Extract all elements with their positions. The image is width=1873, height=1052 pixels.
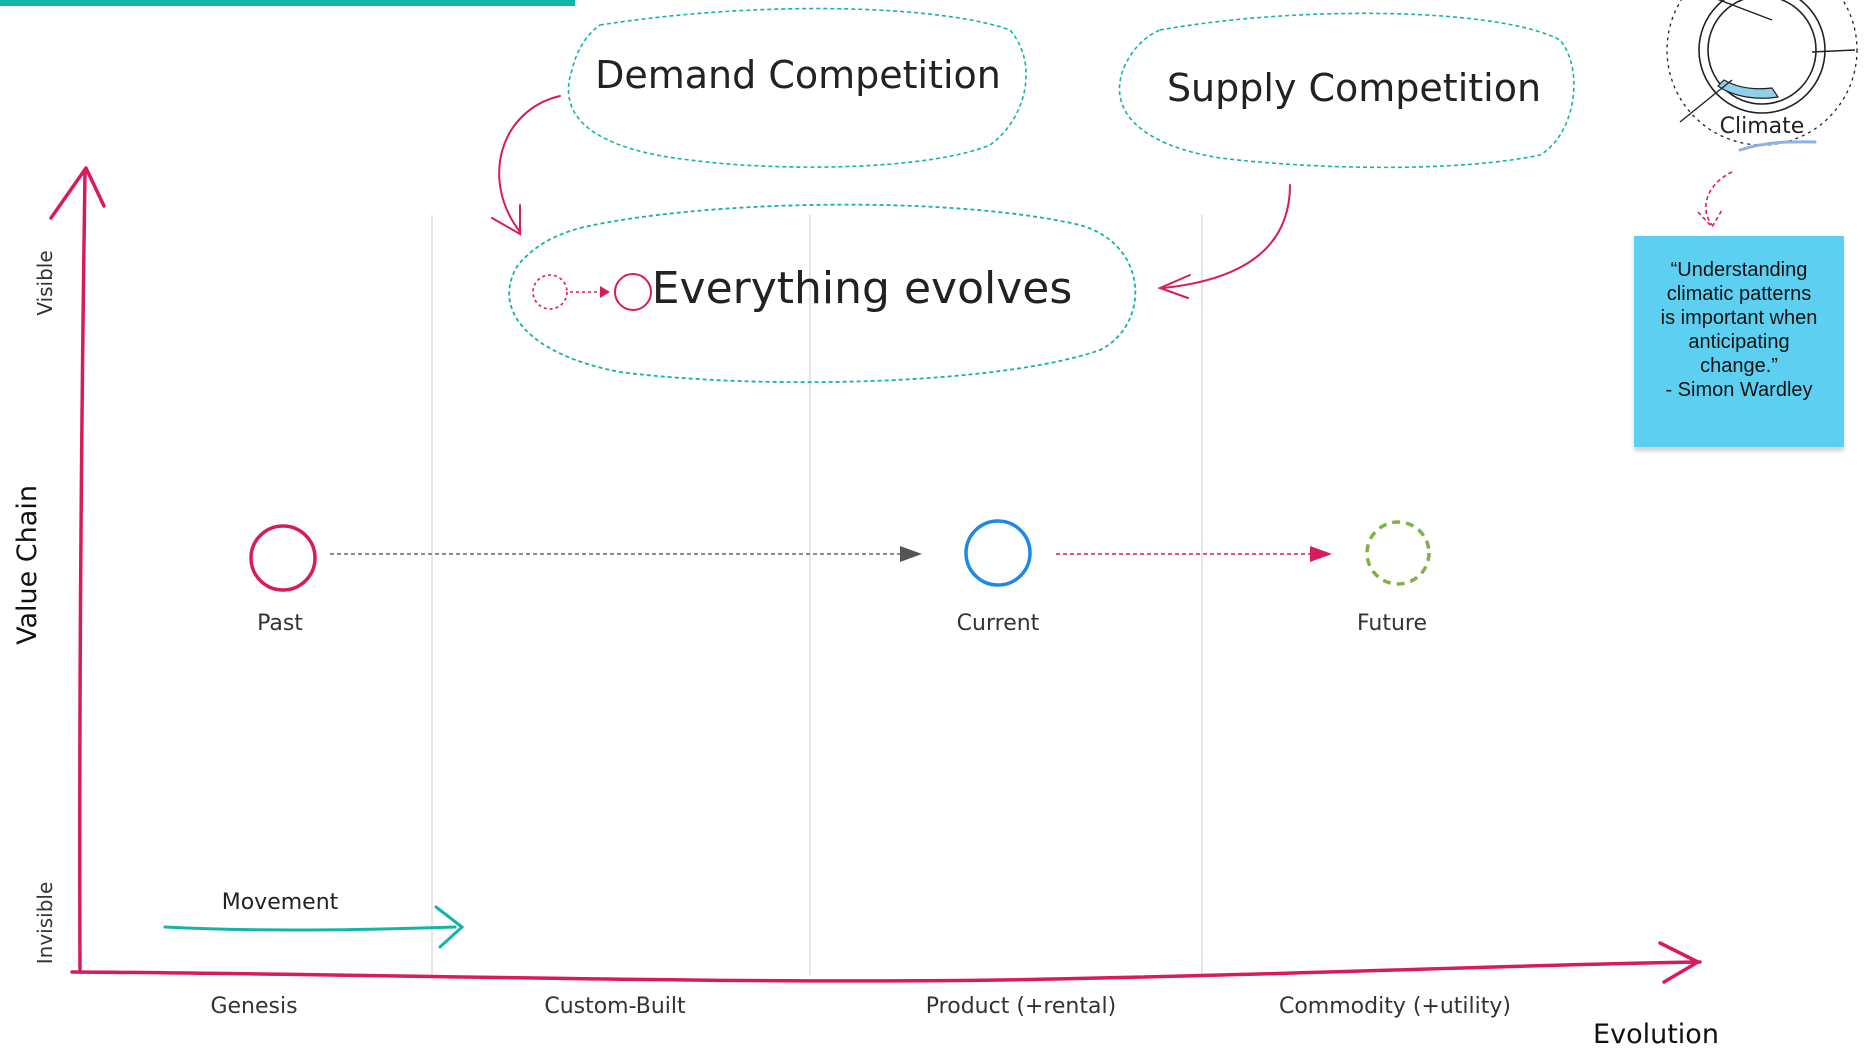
past-to-current-arrow — [330, 546, 922, 562]
climate-arrow — [1697, 171, 1733, 229]
quote-line: anticipating — [1688, 330, 1790, 353]
y-axis — [49, 166, 106, 974]
current-label: Current — [957, 611, 1040, 636]
stage-genesis: Genesis — [210, 994, 297, 1019]
quote-line: “Understanding — [1670, 258, 1808, 281]
current-node — [964, 519, 1032, 587]
y-axis-visible-label: Visible — [33, 250, 57, 315]
demand-competition-title: Demand Competition — [595, 53, 1001, 97]
supply-competition-title: Supply Competition — [1167, 66, 1541, 110]
current-to-future-arrow — [1056, 546, 1332, 562]
past-node — [249, 524, 317, 592]
y-axis-invisible-label: Invisible — [33, 882, 57, 965]
quote-author: - Simon Wardley — [1665, 378, 1813, 401]
supply-arrow — [1157, 184, 1291, 299]
evolution-gridlines — [431, 215, 1203, 975]
everything-evolves-cloud — [508, 203, 1137, 384]
stage-product: Product (+rental) — [926, 994, 1116, 1019]
future-label: Future — [1357, 611, 1427, 636]
supply-competition-cloud — [1118, 12, 1575, 169]
mini-current-icon — [614, 273, 652, 311]
everything-evolves-title: Everything evolves — [652, 263, 1073, 314]
stage-commodity: Commodity (+utility) — [1279, 994, 1511, 1019]
mini-arrowhead — [600, 286, 610, 298]
demand-competition-cloud — [567, 7, 1027, 168]
mini-past-icon — [532, 274, 568, 310]
y-axis-label: Value Chain — [12, 485, 43, 645]
past-label: Past — [257, 611, 303, 636]
climate-label: Climate — [1720, 114, 1805, 139]
stage-custom-built: Custom-Built — [544, 994, 686, 1019]
quote-sticky-note: “Understanding climatic patterns is impo… — [1634, 236, 1844, 447]
quote-line: is important when — [1660, 306, 1818, 329]
climate-icon — [1666, 0, 1858, 152]
future-node — [1365, 520, 1431, 586]
x-axis-label: Evolution — [1593, 1019, 1719, 1050]
movement-label: Movement — [222, 890, 339, 915]
quote-line: climatic patterns — [1666, 282, 1812, 305]
x-axis — [70, 941, 1702, 984]
demand-arrow — [491, 95, 561, 236]
top-accent-bar — [0, 0, 575, 6]
movement-arrow — [163, 905, 465, 949]
quote-line: change.” — [1700, 354, 1778, 377]
